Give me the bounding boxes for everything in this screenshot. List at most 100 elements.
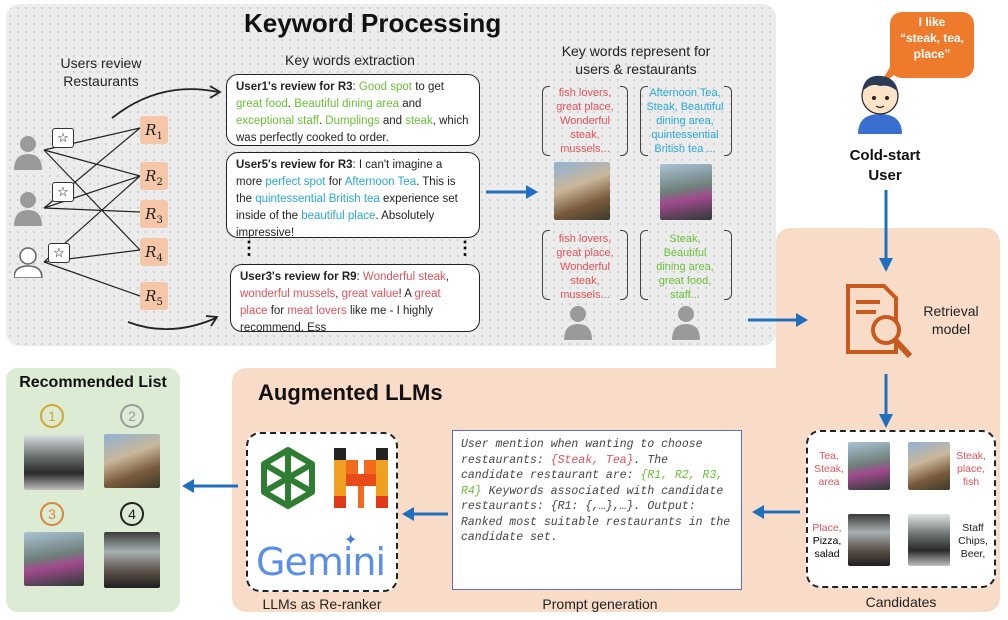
highlighted-keyword: great value (341, 288, 399, 300)
recommended-photo-2 (104, 434, 160, 488)
text-segment: for (325, 176, 345, 188)
highlighted-keyword: {Steak, Tea} (550, 453, 634, 467)
highlighted-keyword: wonderful mussels (240, 288, 336, 300)
restaurant-node-r4: R4 (140, 238, 168, 266)
recommended-photo-3 (24, 532, 84, 586)
rank-badge: 1 (40, 404, 64, 428)
highlighted-keyword: beautiful place (301, 210, 376, 222)
arrow-right-icon (486, 185, 538, 199)
review-box-user1: User1's review for R3: Good spot to get … (226, 74, 480, 146)
brace-left (542, 86, 550, 156)
text-segment: , which was perfectly cooked to order. (236, 115, 469, 144)
restaurant-photo (554, 162, 610, 220)
candidate-label: Staff Chips, Beer, (958, 522, 988, 560)
brace-right (724, 230, 732, 300)
rank-badge: 3 (40, 502, 64, 526)
text-segment: . (287, 98, 295, 110)
review-head: User3's review for R9 (240, 271, 357, 283)
highlighted-keyword: perfect spot (265, 176, 326, 188)
rank-number: 3 (48, 506, 56, 522)
highlighted-keyword: Beautiful dining area (294, 98, 400, 110)
arrow-down-icon (879, 374, 893, 428)
reviewer-users (14, 136, 43, 278)
arrow-down-icon (879, 190, 893, 272)
llms-reranker-label: LLMs as Re-ranker (262, 596, 382, 612)
keywords-represent-label: Key words represent for users & restaura… (561, 43, 711, 77)
brace-left (640, 86, 648, 156)
text-segment: and (399, 98, 422, 110)
candidates-label: Candidates (865, 594, 937, 610)
cold-start-user-avatar (858, 75, 902, 134)
review-head: User5's review for R3 (236, 159, 353, 171)
candidate-label-rest: Pizza, salad (812, 535, 842, 560)
text-segment: , (335, 288, 342, 300)
highlighted-keyword: steak (405, 115, 433, 127)
highlighted-keyword: great place (240, 288, 441, 317)
review-box-user5: User5's review for R3: I can't imagine a… (226, 152, 480, 239)
restaurant-node-r1: R1 (140, 116, 168, 144)
mistral-logo-icon (334, 448, 388, 508)
highlighted-keyword: Dumplings (325, 115, 380, 127)
retrieval-panel (776, 228, 1000, 388)
keyword-processing-title: Keyword Processing (244, 8, 502, 38)
text-segment: User mention when wanting to choose rest… (461, 438, 703, 467)
candidate-label-red: Place, (812, 522, 842, 534)
restaurant-label: R3 (145, 205, 163, 226)
highlighted-keyword: great food (236, 98, 288, 110)
brace-right (620, 230, 628, 300)
users-review-label: Users review Restaurants (60, 55, 142, 89)
rank-badge: 4 (120, 502, 144, 526)
recommended-photo-4 (104, 532, 160, 588)
text-segment: . The candidate restaurant are: (461, 453, 669, 483)
cold-start-user-label: Cold-start User (849, 147, 921, 184)
text-segment: to get (412, 81, 444, 93)
prompt-generation-label: Prompt generation (542, 596, 658, 612)
arrow-left-icon (402, 507, 448, 521)
rank-number: 4 (128, 506, 136, 522)
brace-right (620, 86, 628, 156)
highlighted-keyword: {R1, R2, R3, R4} (461, 469, 724, 498)
retrieval-model-label: Retrieval model (923, 303, 979, 337)
candidate-photo (848, 514, 890, 566)
augmented-llms-title: Augmented LLMs (258, 380, 443, 405)
brace-right (724, 86, 732, 156)
text-segment: and (379, 115, 406, 127)
ellipsis-left: ⋮ (240, 238, 258, 258)
highlighted-keyword: Wonderful steak (362, 271, 446, 283)
star-bubble-icon: ☆ (52, 182, 74, 202)
highlighted-keyword: quintessential British tea (255, 193, 380, 205)
brace-left (640, 230, 648, 300)
ellipsis-right: ⋮ (456, 238, 474, 258)
text-segment: : I can't imagine a more (236, 159, 443, 188)
restaurant-photo (660, 164, 712, 220)
rank-number: 2 (128, 408, 136, 424)
candidate-photo (908, 442, 950, 490)
restaurant-node-r3: R3 (140, 200, 168, 228)
text-segment: : (356, 271, 363, 283)
restaurant-label: R4 (145, 243, 163, 264)
openai-logo-icon (261, 447, 315, 509)
text-segment: for (267, 305, 288, 317)
star-bubble-icon: ☆ (52, 128, 74, 148)
text-segment: . Absolutely impressive! (236, 210, 435, 239)
highlighted-keyword: meat lovers (287, 305, 347, 317)
restaurant-label: R2 (145, 167, 163, 188)
retrieval-document-search-icon (846, 284, 913, 359)
keywords-group-red-bottom: fish lovers, great place, Wonderful stea… (556, 233, 614, 301)
prompt-text: User mention when wanting to choose rest… (461, 438, 730, 544)
speech-bubble: I like “steak, tea, place” (890, 12, 974, 78)
restaurant-label: R1 (145, 121, 163, 142)
restaurant-node-r2: R2 (140, 162, 168, 190)
text-segment: like me - I highly recommend. Ess (240, 305, 434, 334)
arrow-right-icon (748, 313, 808, 327)
review-text: : Wonderful steak, wonderful mussels, gr… (240, 271, 449, 334)
star-bubble-icon: ☆ (48, 243, 70, 263)
candidate-label: Place, Pizza, salad (810, 522, 844, 561)
text-segment: , (445, 271, 450, 283)
highlighted-keyword: Good spot (358, 81, 412, 93)
review-box-user3: User3's review for R9: Wonderful steak, … (230, 264, 480, 334)
recommended-photo-1 (24, 434, 84, 490)
brace-left (542, 230, 550, 300)
gemini-sparkle-icon: ✦ (344, 532, 358, 549)
keyword-users-icons (564, 306, 700, 340)
